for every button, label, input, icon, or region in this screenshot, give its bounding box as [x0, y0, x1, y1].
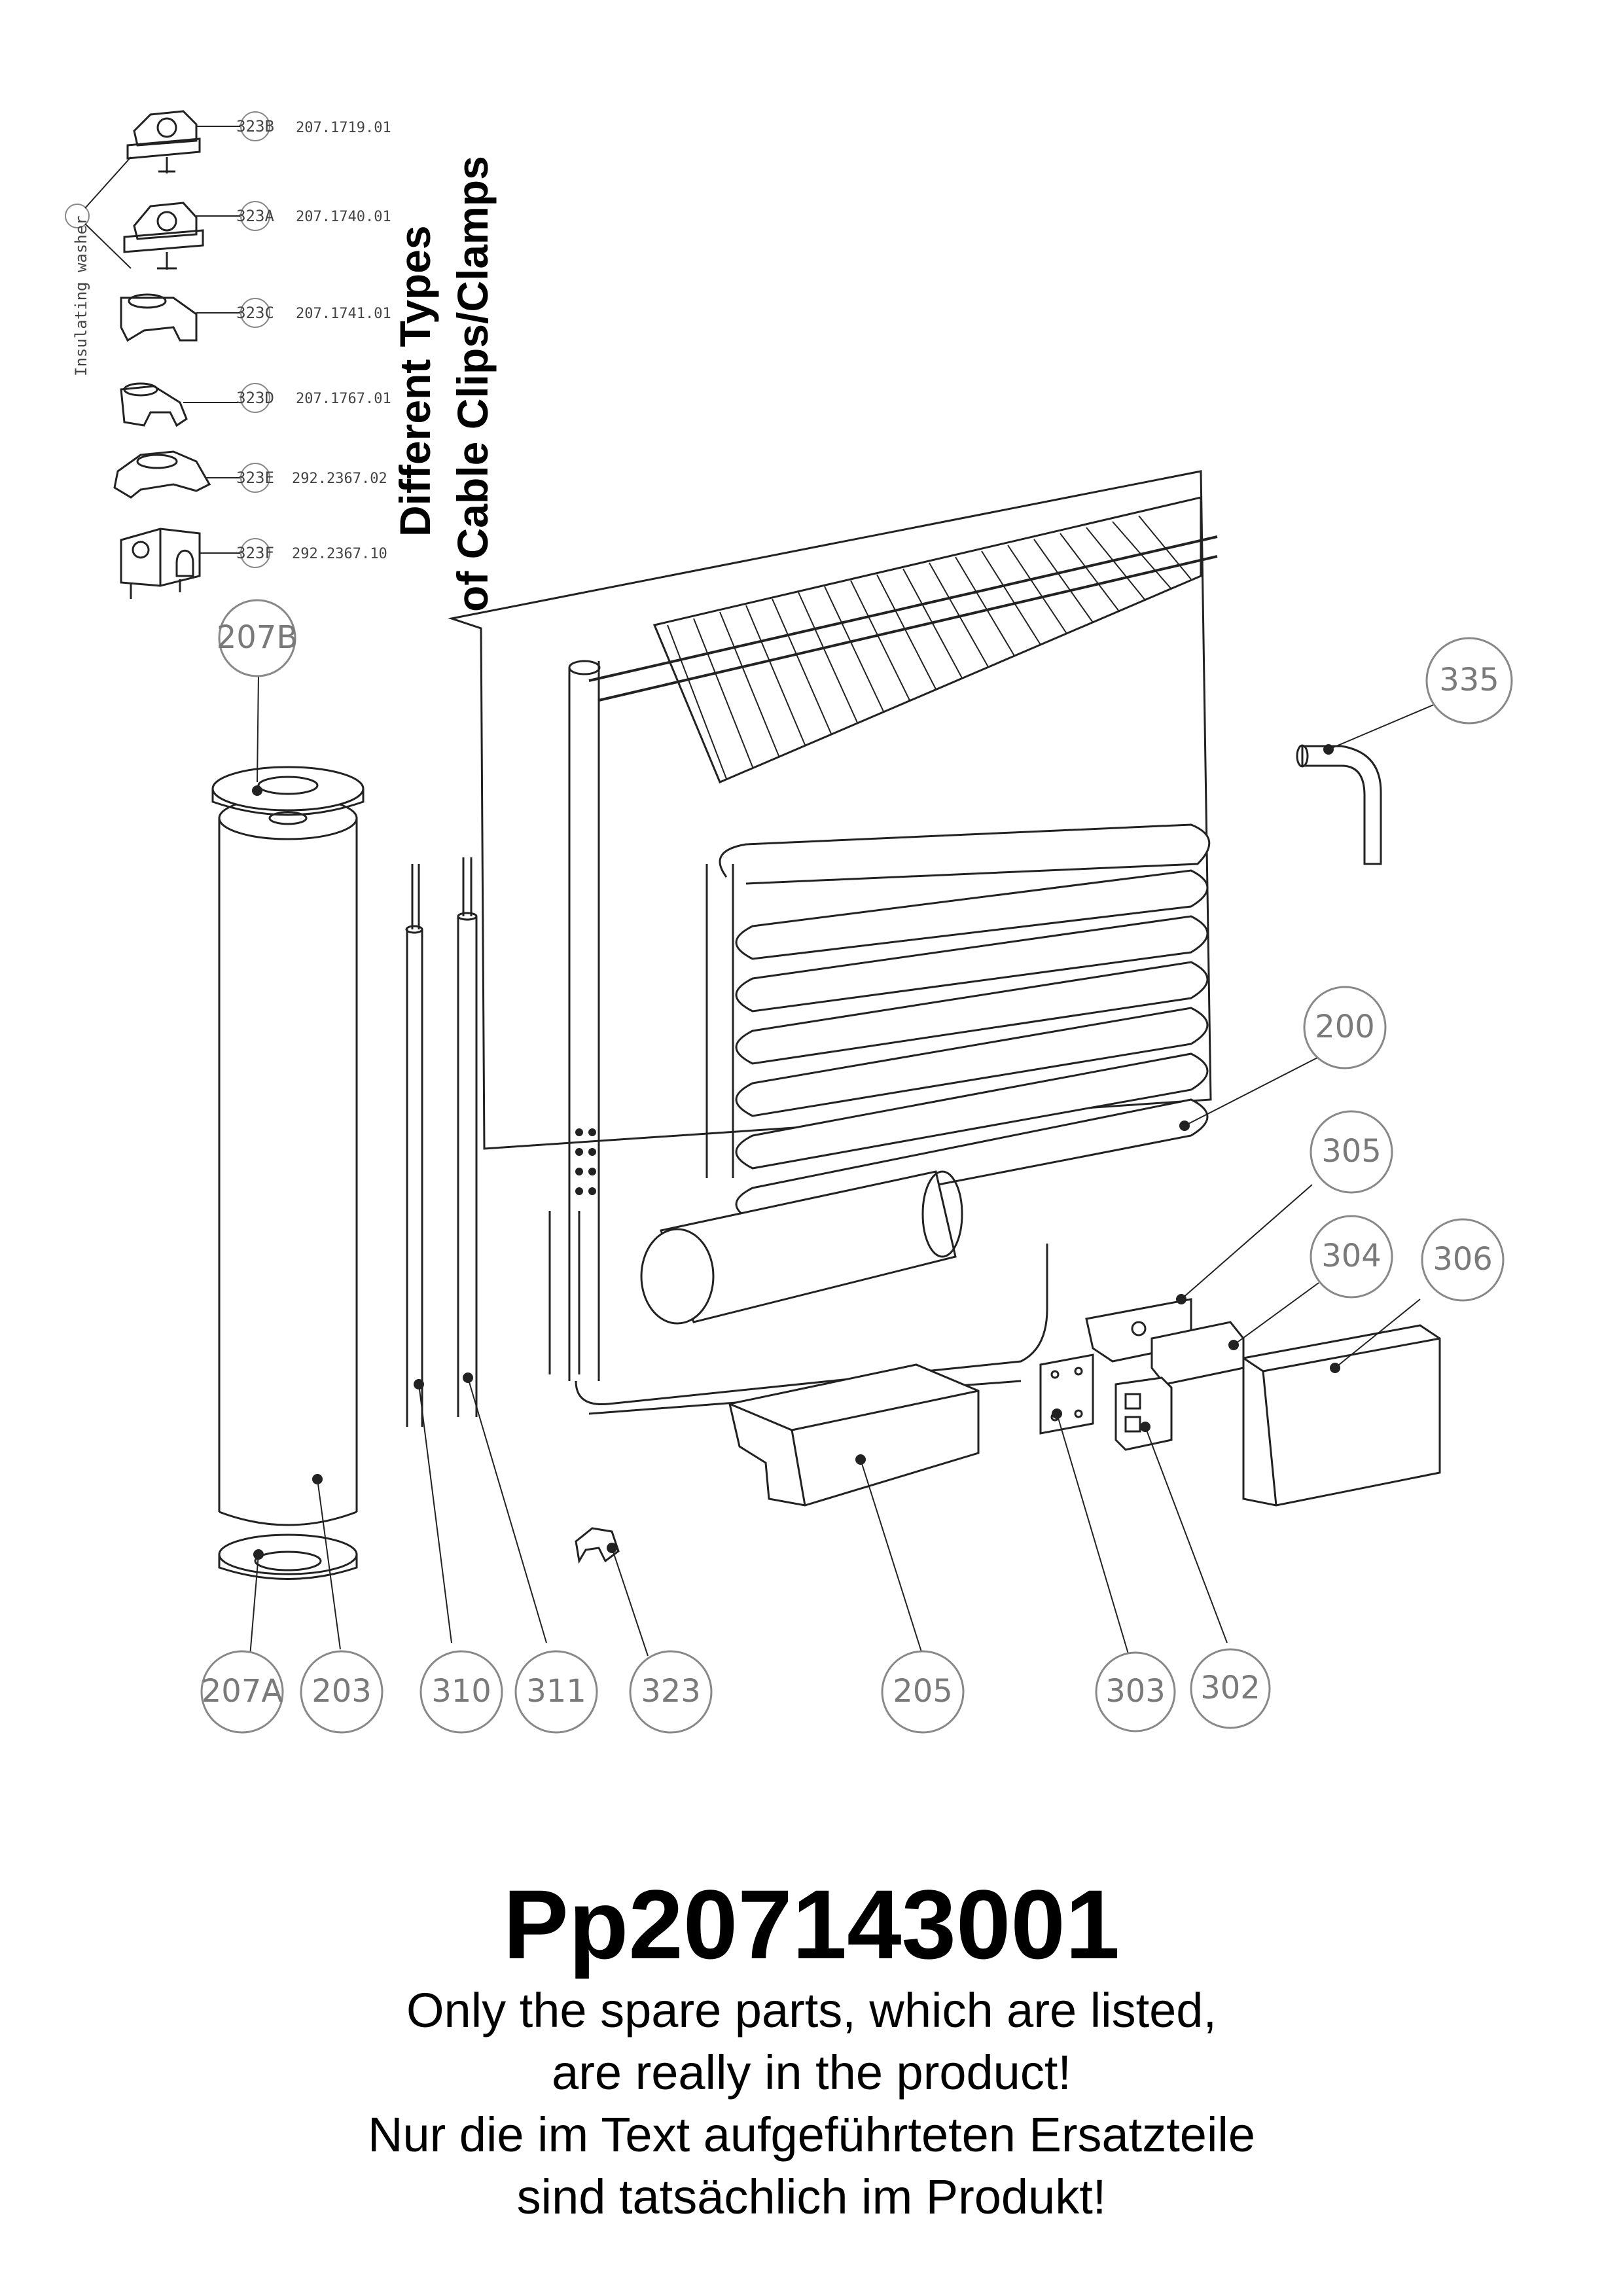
- flue-tube-203: [218, 796, 358, 1526]
- clip-code-323f: 292.2367.10: [292, 546, 387, 562]
- drip-tray-205: [728, 1363, 980, 1507]
- callout-303: 303: [1105, 1673, 1166, 1710]
- clip-323b-drawing: [126, 110, 270, 173]
- clip-ref-323e: 323E: [236, 469, 274, 487]
- callout-302: 302: [1200, 1670, 1260, 1706]
- elbow-fitting-335: [1296, 744, 1382, 865]
- callout-310: 310: [431, 1673, 491, 1710]
- electrode-310: [405, 864, 423, 1427]
- callout-306: 306: [1433, 1241, 1493, 1278]
- note-line-3: Nur die im Text aufgeführteten Ersatztei…: [368, 2108, 1255, 2162]
- note-line-2: are really in the product!: [552, 2045, 1071, 2100]
- callout-200: 200: [1315, 1009, 1375, 1045]
- note-line-4: sind tatsächlich im Produkt!: [516, 2170, 1107, 2224]
- thermostat-302: [1115, 1376, 1173, 1451]
- callout-circles: [200, 599, 1513, 1734]
- clips-heading-line1: Different Types: [391, 225, 439, 537]
- clip-ref-323f: 323F: [236, 544, 274, 562]
- callout-323: 323: [641, 1673, 701, 1710]
- note-line-1: Only the spare parts, which are listed,: [406, 1983, 1217, 2037]
- clip-ref-323a: 323A: [236, 207, 274, 225]
- flue-base-207a: [218, 1534, 358, 1580]
- electrode-311: [457, 857, 478, 1417]
- clip-323d-drawing: [120, 382, 270, 427]
- callout-205: 205: [893, 1673, 953, 1710]
- insulating-washer-label: Insulating washer: [72, 215, 90, 376]
- part-number-title: Pp207143001: [503, 1869, 1120, 1979]
- clips-heading: Different Types of Cable Clips/Clamps: [391, 156, 497, 612]
- clip-ref-323c: 323C: [236, 304, 274, 322]
- plate-303: [1039, 1354, 1094, 1435]
- clip-323a-drawing: [123, 201, 270, 270]
- leader-lines: [249, 673, 1437, 1657]
- clip-code-323c: 207.1741.01: [296, 306, 391, 322]
- clip-code-323a: 207.1740.01: [296, 209, 391, 225]
- clip-ref-323b: 323B: [236, 117, 274, 135]
- callout-203: 203: [312, 1673, 372, 1710]
- callout-335: 335: [1439, 662, 1499, 698]
- clip-ref-323d: 323D: [236, 389, 274, 407]
- clip-labels: 323B 207.1719.01 323A 207.1740.01 323C 2…: [72, 117, 391, 562]
- callout-311: 311: [526, 1673, 586, 1710]
- clip-323f-drawing: [120, 528, 270, 599]
- insulating-washer-pointer: [65, 156, 132, 269]
- callout-numbers: 207B 335 200 305 304 306 207A 203 310 31…: [202, 619, 1499, 1710]
- callout-207b: 207B: [217, 619, 298, 656]
- clip-code-323d: 207.1767.01: [296, 391, 391, 407]
- clip-code-323b: 207.1719.01: [296, 120, 391, 136]
- clips-heading-line2: of Cable Clips/Clamps: [448, 156, 497, 612]
- callout-207a: 207A: [202, 1673, 283, 1710]
- clip-323e-drawing: [113, 450, 270, 499]
- clip-323c-drawing: [120, 293, 270, 342]
- clip-code-323e: 292.2367.02: [292, 471, 387, 487]
- callout-305: 305: [1321, 1133, 1382, 1170]
- flue-cap-207b: [211, 766, 365, 816]
- cooling-unit-assembly: [448, 470, 1218, 1415]
- exploded-parts-diagram: 207B 335 200 305 304 306 207A 203 310 31…: [65, 110, 1513, 1734]
- callout-304: 304: [1321, 1238, 1382, 1274]
- clip-series: [65, 110, 270, 599]
- electronic-box-306: [1242, 1324, 1441, 1507]
- clip-323-drawing: [575, 1527, 620, 1564]
